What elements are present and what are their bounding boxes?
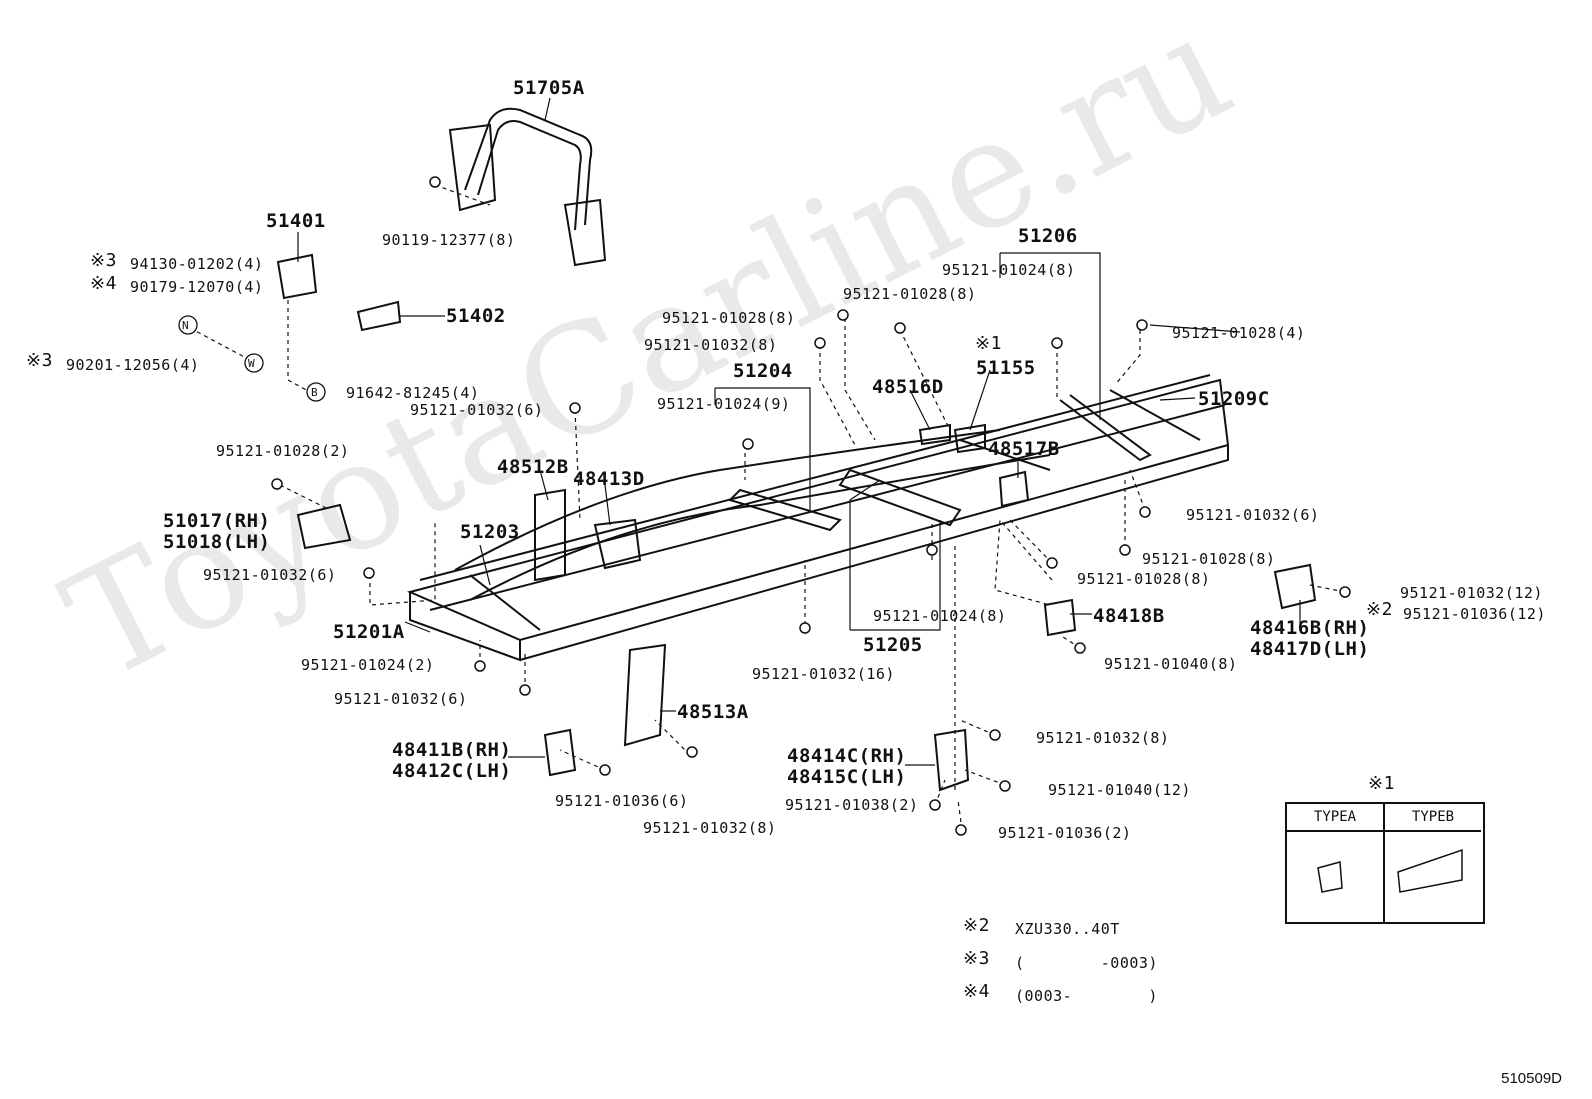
bolt-label: 95121-01032(6) — [203, 566, 337, 584]
part-label-48513A: 48513A — [677, 701, 749, 723]
bolt-label: 95121-01032(16) — [752, 665, 895, 683]
bolt-label: 95121-01040(12) — [1048, 781, 1191, 799]
part-label-51209C: 51209C — [1198, 388, 1270, 410]
part-label-51401: 51401 — [266, 210, 326, 232]
bolt-label: 95121-01036(2) — [998, 824, 1132, 842]
bolt-label: 94130-01202(4) — [130, 255, 264, 273]
type-table-divider — [1383, 830, 1385, 922]
part-label-51017: 51017(RH) — [163, 510, 271, 532]
part-label-48517B: 48517B — [988, 438, 1060, 460]
bolt-label: 95121-01028(8) — [1142, 550, 1276, 568]
bolt-label: 95121-01032(8) — [1036, 729, 1170, 747]
bolt-label: 90201-12056(4) — [66, 356, 200, 374]
bolt-label: 95121-01032(6) — [334, 690, 468, 708]
bolt-label: 95121-01028(8) — [662, 309, 796, 327]
bolt-label: 95121-01024(8) — [942, 261, 1076, 279]
type-table-header-a: TYPEA — [1287, 804, 1385, 832]
bolt-label: 95121-01032(8) — [643, 819, 777, 837]
part-label-48417D: 48417D(LH) — [1250, 638, 1370, 660]
note-marker: ※3 — [26, 350, 53, 371]
type-table-header-b: TYPEB — [1385, 804, 1481, 832]
part-label-51203: 51203 — [460, 521, 520, 543]
bolt-label: 95121-01032(6) — [410, 401, 544, 419]
part-label-48412C: 48412C(LH) — [392, 760, 512, 782]
bolt-label: 95121-01024(9) — [657, 395, 791, 413]
bolt-label: 95121-01032(6) — [1186, 506, 1320, 524]
bolt-label: 95121-01024(8) — [873, 607, 1007, 625]
part-label-48413D: 48413D — [573, 468, 645, 490]
part-label-48516D: 48516D — [872, 376, 944, 398]
bolt-label: 90119-12377(8) — [382, 231, 516, 249]
part-label-48411B: 48411B(RH) — [392, 739, 512, 761]
note-marker: ※2 — [1366, 599, 1393, 620]
bolt-label: 95121-01036(6) — [555, 792, 689, 810]
part-label-48414C: 48414C(RH) — [787, 745, 907, 767]
bolt-label: 95121-01036(12) — [1403, 605, 1546, 623]
part-label-48415C: 48415C(LH) — [787, 766, 907, 788]
footnote-text: (0003- ) — [1015, 987, 1158, 1005]
circle-letter: W — [248, 357, 256, 370]
circle-letter: N — [182, 319, 190, 332]
part-label-51018: 51018(LH) — [163, 531, 271, 553]
bolt-label: 95121-01028(2) — [216, 442, 350, 460]
bolt-label: 95121-01032(8) — [644, 336, 778, 354]
footnote-marker: ※4 — [963, 981, 990, 1002]
footnote-marker: ※2 — [963, 915, 990, 936]
circle-letter: B — [311, 386, 319, 399]
part-label-48418B: 48418B — [1093, 605, 1165, 627]
note-marker: ※4 — [90, 273, 117, 294]
type-table-marker: ※1 — [1368, 773, 1395, 794]
part-label-51402: 51402 — [446, 305, 506, 327]
bolt-label: 95121-01028(4) — [1172, 324, 1306, 342]
footnote-text: XZU330..40T — [1015, 920, 1120, 938]
part-label-51155: 51155 — [976, 357, 1036, 379]
bolt-label: 95121-01024(2) — [301, 656, 435, 674]
diagram-code: 510509D — [1501, 1070, 1562, 1087]
part-label-51204: 51204 — [733, 360, 793, 382]
part-label-51205: 51205 — [863, 634, 923, 656]
bolt-label: 95121-01040(8) — [1104, 655, 1238, 673]
note-marker: ※1 — [975, 333, 1002, 354]
footnote-text: ( -0003) — [1015, 954, 1158, 972]
bolt-label: 95121-01028(8) — [843, 285, 977, 303]
part-label-48416B: 48416B(RH) — [1250, 617, 1370, 639]
note-marker: ※3 — [90, 250, 117, 271]
bolt-label: 95121-01038(2) — [785, 796, 919, 814]
bolt-label: 91642-81245(4) — [346, 384, 480, 402]
type-table: TYPEA TYPEB — [1285, 802, 1485, 924]
bolt-label: 95121-01028(8) — [1077, 570, 1211, 588]
part-label-51206: 51206 — [1018, 225, 1078, 247]
part-label-51201A: 51201A — [333, 621, 405, 643]
footnote-marker: ※3 — [963, 948, 990, 969]
part-label-51705A: 51705A — [513, 77, 585, 99]
part-label-48512B: 48512B — [497, 456, 569, 478]
bolt-label: 95121-01032(12) — [1400, 584, 1543, 602]
bolt-label: 90179-12070(4) — [130, 278, 264, 296]
